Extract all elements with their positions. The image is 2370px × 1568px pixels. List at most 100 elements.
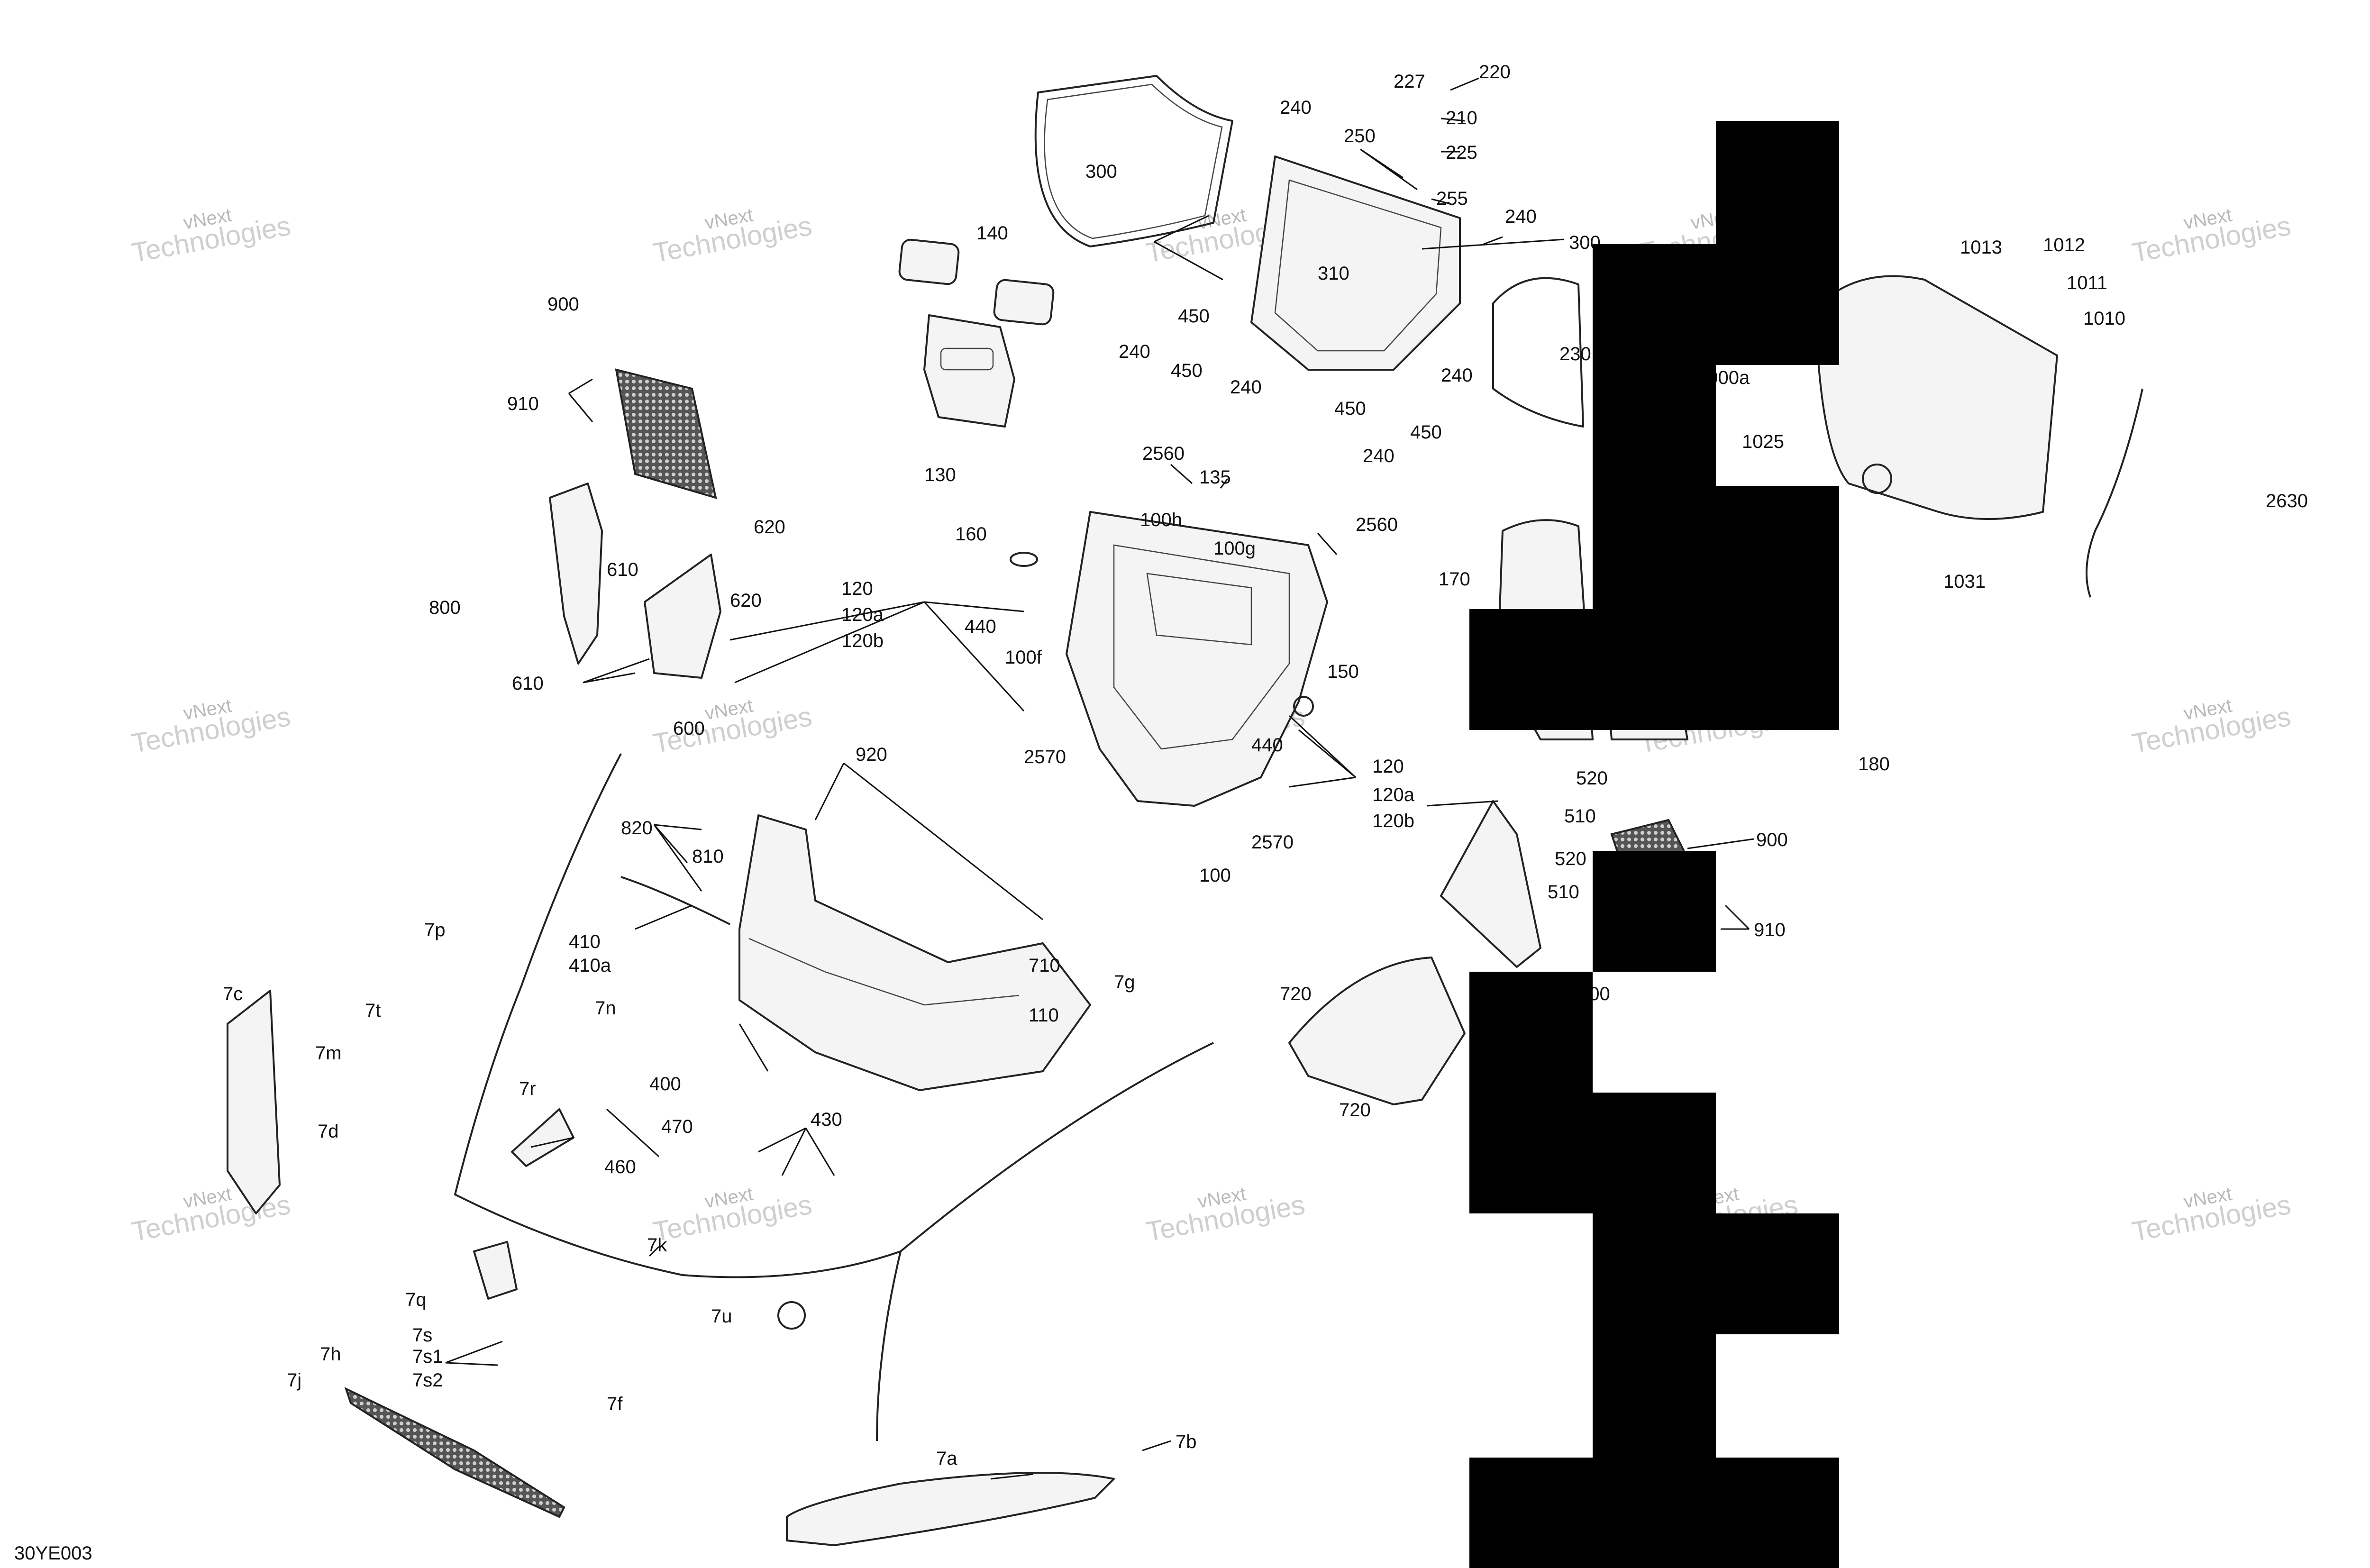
callout-label: 7p xyxy=(424,920,446,940)
callout-label: 450 xyxy=(1334,398,1366,419)
callout-label: 7m xyxy=(315,1043,342,1064)
callout-label: 400 xyxy=(649,1074,681,1094)
callout-label: 610 xyxy=(512,673,544,694)
callout-label: 450 xyxy=(1171,360,1203,381)
watermark: vNext Technologies xyxy=(129,695,293,759)
callout-label: 250 xyxy=(1344,126,1376,146)
figure-code: 30YE003 xyxy=(14,1543,92,1564)
callout-label: 240 xyxy=(1363,446,1395,466)
callout-label: 600 xyxy=(673,718,705,739)
callout-label: 510 xyxy=(1548,882,1579,903)
callout-label: 450 xyxy=(1178,306,1210,327)
callout-label: 7s xyxy=(412,1325,432,1346)
callout-label: 7q xyxy=(405,1289,427,1310)
callout-label: 120a xyxy=(841,604,884,625)
callout-label: 2560 xyxy=(1142,443,1185,464)
part-150-cap xyxy=(1293,696,1314,717)
callout-label: 7h xyxy=(320,1344,341,1365)
part-7u-grommet xyxy=(777,1301,806,1330)
callout-label: 7n xyxy=(595,998,616,1019)
callout-label: 2570 xyxy=(1024,747,1066,767)
callout-label: 7s2 xyxy=(412,1370,443,1391)
callout-label: 310 xyxy=(1318,263,1349,284)
callout-label: 410 xyxy=(569,931,601,952)
callout-label: 100f xyxy=(1005,647,1042,668)
callout-label: 140 xyxy=(976,223,1008,244)
callout-label: 2560 xyxy=(1356,514,1398,535)
callout-label: 920 xyxy=(856,744,887,765)
callout-label: 220 xyxy=(1479,62,1511,82)
callout-label: 7c xyxy=(223,984,243,1004)
callout-label: 240 xyxy=(1280,97,1312,118)
leader-lines xyxy=(445,77,1754,1480)
part-1000a-hood xyxy=(1814,275,2058,520)
callout-label: 1010 xyxy=(2083,308,2125,329)
part-100-body xyxy=(1066,511,1328,807)
part-160-ring xyxy=(1010,552,1038,567)
callout-label: 520 xyxy=(1576,768,1608,789)
callout-label: 7a xyxy=(936,1448,957,1469)
callout-label: 100h xyxy=(1140,510,1182,530)
part-2630-cable xyxy=(2086,388,2143,598)
callout-label: 240 xyxy=(1505,206,1537,227)
callout-label: 820 xyxy=(621,818,653,839)
part-300-seal xyxy=(1034,75,1233,247)
callout-label: 900 xyxy=(1756,830,1788,850)
part-900-mesh xyxy=(615,368,717,499)
callout-label: 520 xyxy=(1555,848,1586,869)
callout-label: 2570 xyxy=(1251,832,1294,853)
callout-label: 110 xyxy=(1029,1005,1059,1026)
callout-label: 240 xyxy=(1119,341,1150,362)
callout-label: 100g xyxy=(1213,538,1256,559)
callout-label: 255 xyxy=(1436,188,1468,209)
callout-label: 1025 xyxy=(1742,431,1784,452)
part-7k-harness xyxy=(454,753,1214,1278)
callout-label: 7s1 xyxy=(412,1346,443,1367)
callout-label: 227 xyxy=(1394,71,1425,92)
callout-label: 210 xyxy=(1446,108,1477,128)
callout-label: 7f xyxy=(607,1394,623,1414)
watermark: vNext Technologies xyxy=(2130,205,2293,269)
watermark: vNext Technologies xyxy=(651,205,814,269)
callout-label: 7j xyxy=(287,1370,301,1391)
callout-label: 100 xyxy=(1199,865,1231,886)
callout-label: 1031 xyxy=(1943,571,1986,592)
callout-label: 410a xyxy=(569,955,611,976)
callout-label: 170 xyxy=(1439,569,1470,590)
callout-label: 240 xyxy=(1230,377,1262,398)
part-140-light xyxy=(993,279,1055,326)
callout-label: 230 xyxy=(1559,344,1591,365)
callout-label: 440 xyxy=(1251,735,1283,756)
part-800-panel xyxy=(549,483,603,665)
watermark: vNext Technologies xyxy=(2130,695,2293,759)
callout-label: 450 xyxy=(1410,422,1442,443)
callout-label: 150 xyxy=(1327,661,1359,682)
callout-label: 7k xyxy=(647,1235,667,1256)
watermark: vNext Technologies xyxy=(1144,1184,1307,1248)
part-drawings xyxy=(227,75,2143,1546)
callout-label: 7r xyxy=(519,1078,536,1099)
callout-label: 910 xyxy=(1754,920,1786,940)
part-310-frame xyxy=(1250,155,1461,371)
callout-label: 7t xyxy=(365,1000,381,1021)
callout-label: 810 xyxy=(692,846,724,867)
callout-label: 1013 xyxy=(1960,237,2002,258)
callout-label: 910 xyxy=(507,393,539,414)
callout-label: 7d xyxy=(318,1121,339,1142)
callout-label: 225 xyxy=(1446,142,1477,163)
watermark: vNext Technologies xyxy=(129,205,293,269)
part-400-fascia xyxy=(738,814,1091,1091)
watermark: vNext Technologies xyxy=(2130,1184,2293,1248)
callout-label: 460 xyxy=(604,1157,636,1177)
callout-label: 720 xyxy=(1280,984,1312,1004)
callout-label: 620 xyxy=(754,517,785,538)
callout-label: 120 xyxy=(1372,756,1404,777)
part-500-bracket xyxy=(1440,800,1541,968)
part-460-bracket xyxy=(511,1108,574,1167)
callout-label: 610 xyxy=(607,559,638,580)
callout-label: 900 xyxy=(547,294,579,315)
callout-label: 620 xyxy=(730,590,762,611)
callout-label: 1012 xyxy=(2043,235,2085,255)
callout-label: 135 xyxy=(1199,467,1231,488)
callout-label: 440 xyxy=(965,616,996,637)
